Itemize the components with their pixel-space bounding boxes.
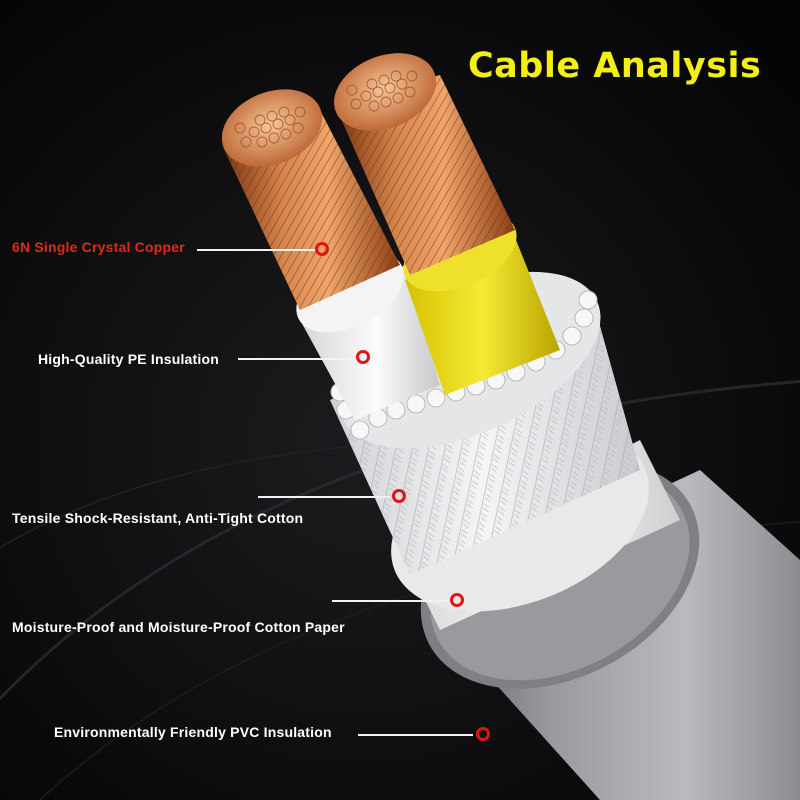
callout-marker-cotton: [392, 489, 406, 503]
callout-marker-copper: [315, 242, 329, 256]
callout-marker-paper: [450, 593, 464, 607]
page-title: Cable Analysis: [468, 46, 762, 86]
callout-label-copper: 6N Single Crystal Copper: [12, 239, 185, 255]
callout-marker-pvc: [476, 727, 490, 741]
callout-line-pvc: [358, 734, 473, 736]
callout-label-pvc: Environmentally Friendly PVC Insulation: [54, 724, 332, 740]
callout-line-copper: [197, 249, 317, 251]
callout-label-paper: Moisture-Proof and Moisture-Proof Cotton…: [12, 619, 345, 635]
callout-marker-pe-insulation: [356, 350, 370, 364]
callout-line-paper: [332, 600, 448, 602]
callout-line-pe-insulation: [238, 358, 353, 360]
callout-line-cotton: [258, 496, 390, 498]
copper-conductor-left: [221, 89, 400, 310]
callout-label-pe-insulation: High-Quality PE Insulation: [38, 351, 219, 367]
copper-conductor-right: [334, 53, 515, 275]
callout-label-cotton: Tensile Shock-Resistant, Anti-Tight Cott…: [12, 510, 304, 526]
